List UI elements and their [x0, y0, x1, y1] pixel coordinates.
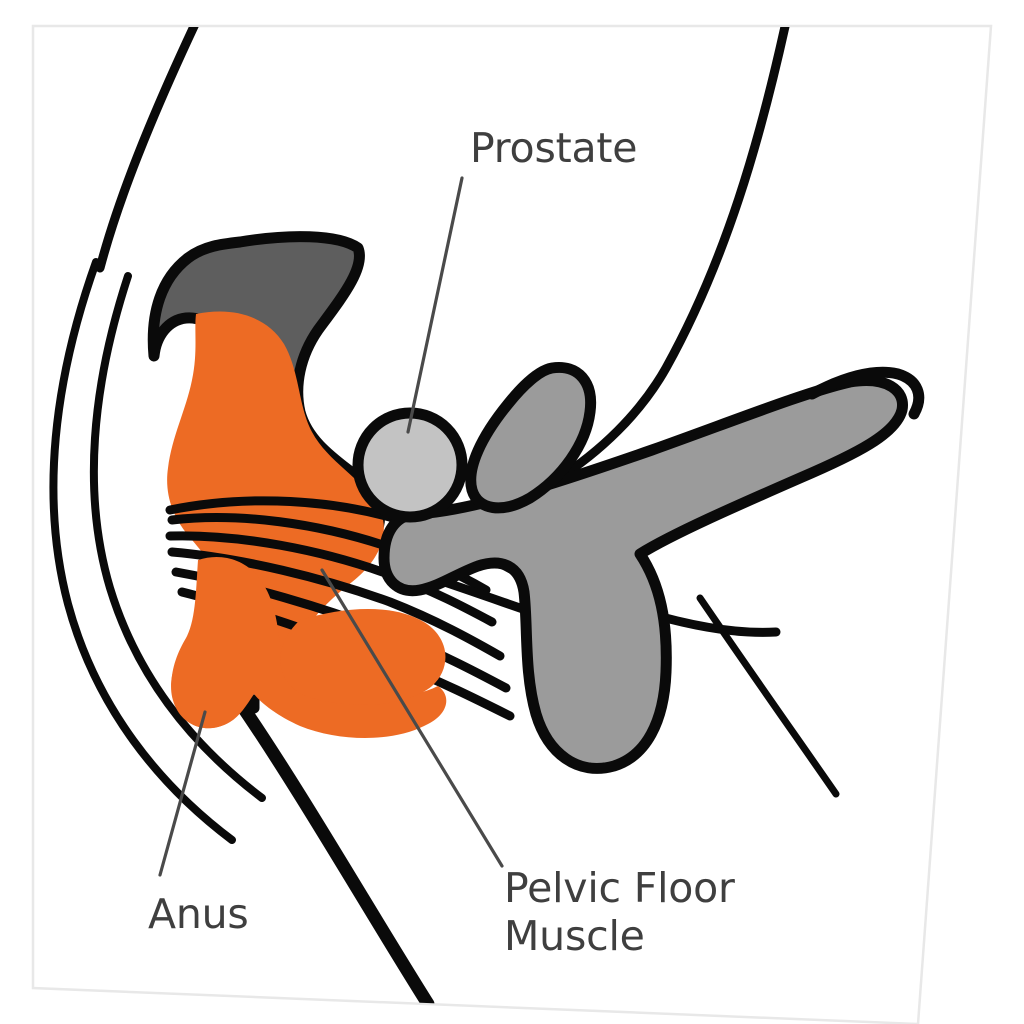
torso-back-line [95, 27, 201, 273]
bladder-neck-shape [465, 361, 597, 514]
penis-shaft-shape [378, 375, 908, 774]
prostate-leader-line [406, 176, 464, 434]
leader-lines [158, 176, 504, 877]
label-pelvic-floor-line2: Muscle [504, 912, 645, 960]
buttock-outer-contour [49, 258, 236, 844]
penis-structure [378, 366, 925, 774]
prostate-gland [352, 407, 468, 523]
anus-leader-line [158, 710, 207, 877]
anal-sphincter-shape [171, 556, 447, 738]
label-pelvic-floor-line1: Pelvic Floor [504, 864, 735, 912]
abdomen-front-line [551, 27, 791, 485]
buttock-inner-contour [89, 272, 266, 802]
pelvic-floor-leader-line [320, 568, 504, 868]
anus-arrowhead [242, 694, 260, 714]
label-prostate: Prostate [470, 124, 637, 172]
label-anus: Anus [148, 890, 249, 938]
muscle-fiber-2 [165, 531, 497, 627]
thigh-line [231, 693, 435, 1011]
bladder-neck-lobe [465, 361, 597, 514]
glans-outline [806, 366, 925, 420]
diagram-labels: Prostate Anus Pelvic Floor Muscle [148, 124, 735, 960]
anal-sphincter-overlay [171, 556, 447, 738]
perineal-body-shape [280, 609, 446, 705]
prostate-circle [352, 407, 468, 523]
